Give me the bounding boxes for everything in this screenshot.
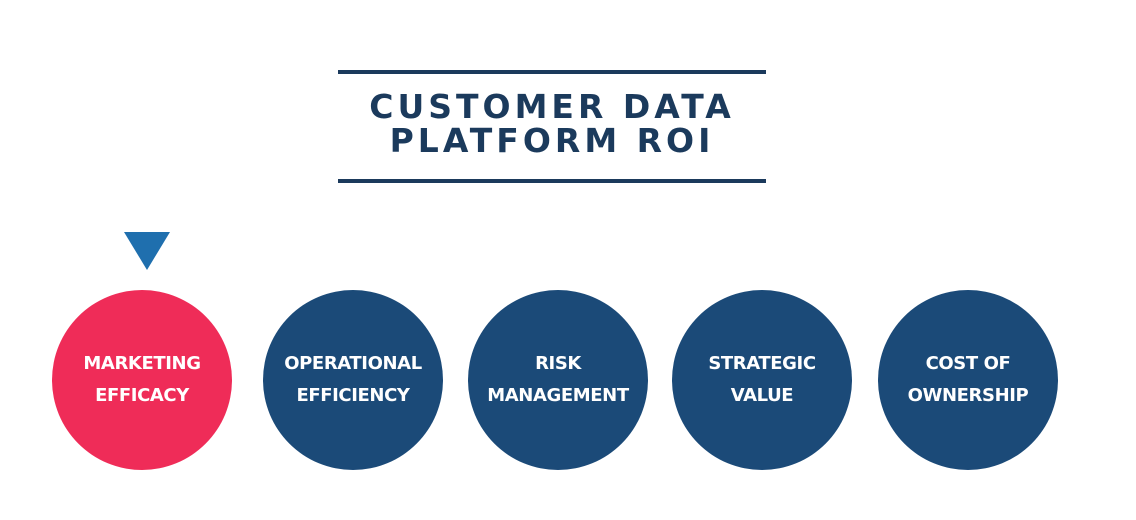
- pillar-strategic-value[interactable]: STRATEGIC VALUE: [672, 290, 852, 470]
- pillar-cost-of-ownership[interactable]: COST OF OWNERSHIP: [878, 290, 1058, 470]
- title-line-2: PLATFORM ROI: [389, 121, 715, 160]
- title-line-1: CUSTOMER DATA: [369, 87, 735, 126]
- page-title: CUSTOMER DATA PLATFORM ROI: [338, 90, 766, 158]
- selected-indicator-arrow-icon: [124, 232, 170, 270]
- pillar-risk-management[interactable]: RISK MANAGEMENT: [468, 290, 648, 470]
- title-top-rule: [338, 70, 766, 74]
- pillar-marketing-efficacy[interactable]: MARKETING EFFICACY: [52, 290, 232, 470]
- pillar-label: COST OF OWNERSHIP: [907, 353, 1029, 406]
- pillar-label: OPERATIONAL EFFICIENCY: [284, 353, 422, 406]
- pillar-label: STRATEGIC VALUE: [708, 353, 816, 406]
- pillar-operational-efficiency[interactable]: OPERATIONAL EFFICIENCY: [263, 290, 443, 470]
- title-bottom-rule: [338, 179, 766, 183]
- title-block: CUSTOMER DATA PLATFORM ROI: [338, 70, 766, 184]
- pillar-label: MARKETING EFFICACY: [83, 353, 201, 406]
- pillar-label: RISK MANAGEMENT: [487, 353, 629, 406]
